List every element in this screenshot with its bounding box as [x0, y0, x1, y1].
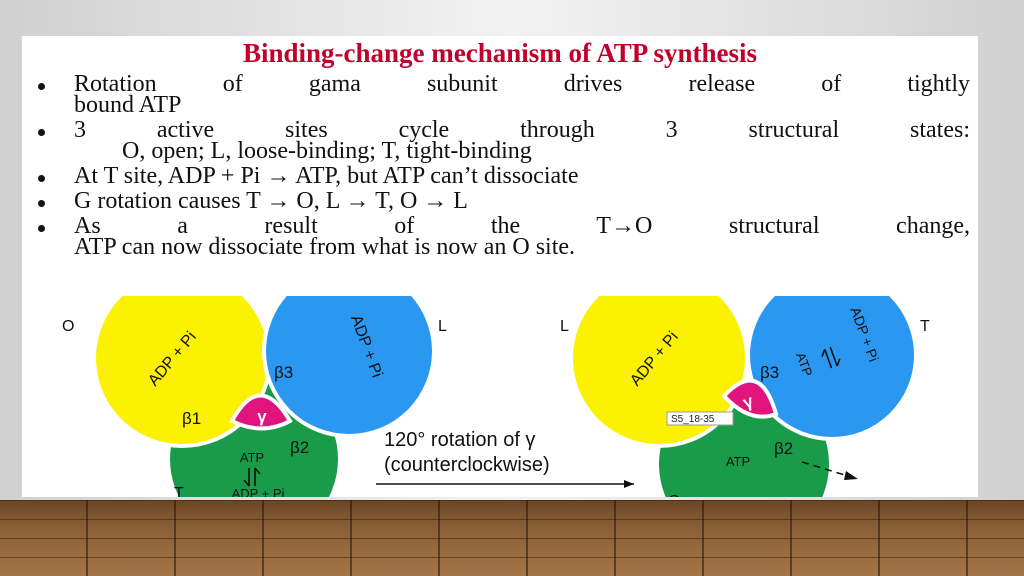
bullet-dot-icon: [38, 225, 45, 232]
bullet-list: Rotation of gama subunit drives release …: [32, 71, 970, 262]
left-corner-t: T: [174, 485, 184, 497]
wood-floor-background: [0, 500, 1024, 576]
release-arrow-head-icon: [844, 471, 858, 480]
left-green-adp: ADP + Pi: [232, 486, 285, 497]
right-corner-t: T: [920, 318, 930, 335]
bullet-item: At T site, ADP + Pi → ATP, but ATP can’t…: [32, 163, 970, 189]
image-tag-label: S5_18-35: [671, 414, 715, 425]
release-dashed-arrow: [801, 461, 849, 477]
left-corner-l: L: [438, 318, 447, 335]
bullet-line: 3 active sites cycle through 3 structura…: [74, 117, 970, 143]
left-beta3-blue-circle: [262, 296, 436, 438]
atp-synthase-diagram: γ ADP + Pi ADP + Pi ATP ADP + Pi β1 β2 β…: [62, 296, 930, 497]
bullet-dot-icon: [38, 83, 45, 90]
bullet-line: bound ATP: [74, 92, 182, 118]
bullet-dot-icon: [38, 175, 45, 182]
left-beta1-label: β1: [182, 409, 201, 428]
image-tag-box: [666, 411, 734, 426]
released-o-label: O: [896, 495, 908, 497]
bullet-line: ATP can now dissociate from what is now …: [74, 234, 576, 260]
bullet-line: G rotation causes T → O, L → T, O → L: [74, 188, 468, 214]
bullet-line: As a result of the T→O structural change…: [74, 213, 970, 239]
right-corner-l: L: [560, 318, 569, 335]
bullet-line: Rotation of gama subunit drives release …: [74, 71, 970, 97]
rotation-arrow: 120° rotation of γ (counterclockwise) T: [376, 429, 634, 488]
right-green-atp: ATP: [726, 454, 750, 469]
bullet-line: At T site, ADP + Pi → ATP, but ATP can’t…: [74, 163, 579, 189]
bullet-item: Rotation of gama subunit drives release …: [32, 71, 970, 118]
left-gamma-label: γ: [257, 407, 267, 426]
bullet-line: O, open; L, loose-binding; T, tight-bind…: [122, 138, 532, 164]
rotation-label: 120° rotation of γ: [384, 429, 535, 451]
right-corner-o: O: [668, 493, 680, 497]
slide-title: Binding-change mechanism of ATP synthesi…: [242, 38, 758, 68]
left-green-atp: ATP: [240, 450, 264, 465]
right-complex: γ ADP + Pi ADP + Pi ATP β3 β2 ATP O S5_1…: [560, 296, 930, 497]
left-beta3-label: β3: [274, 363, 293, 382]
bullet-dot-icon: [38, 129, 45, 136]
arrow-head-icon: [624, 480, 634, 488]
left-complex: γ ADP + Pi ADP + Pi ATP ADP + Pi β1 β2 β…: [62, 296, 447, 497]
right-equilibrium-arrow-icon: [821, 346, 841, 369]
left-beta2-label: β2: [290, 438, 309, 457]
bullet-item: 3 active sites cycle through 3 structura…: [32, 117, 970, 164]
slide: Binding-change mechanism of ATP synthesi…: [22, 36, 978, 497]
right-beta2-label: β2: [774, 439, 793, 458]
right-beta3-label: β3: [760, 363, 779, 382]
left-gamma-subunit: [229, 393, 293, 431]
left-corner-o: O: [62, 318, 74, 335]
rotation-direction-label: (counterclockwise): [384, 454, 550, 476]
bullet-item: As a result of the T→O structural change…: [32, 213, 970, 260]
left-equilibrium-arrow-icon: [243, 467, 261, 487]
bullet-item: G rotation causes T → O, L → T, O → L: [32, 188, 970, 214]
right-gamma-subunit: [721, 378, 779, 419]
bullet-dot-icon: [38, 200, 45, 207]
